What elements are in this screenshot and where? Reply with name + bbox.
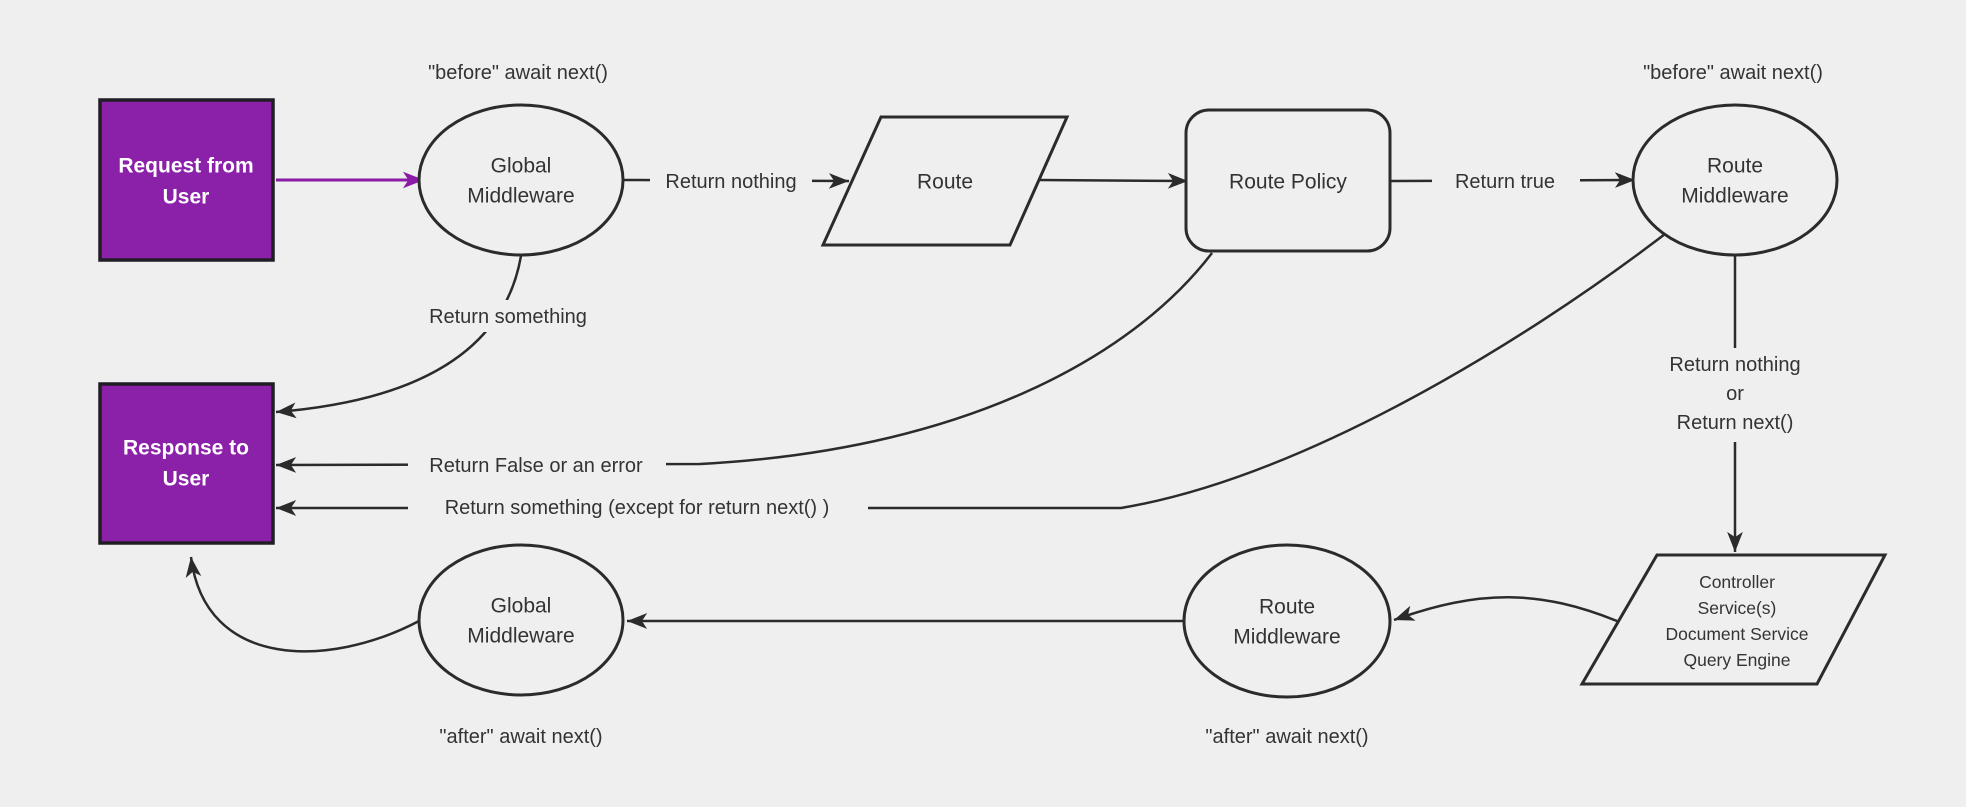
label-mask xyxy=(1432,166,1580,196)
edge-label-line: or xyxy=(1726,383,1744,405)
node-global-middleware-bottom: Global Middleware xyxy=(417,543,625,697)
edge-label-return-nothing-or-next: Return nothing or Return next() xyxy=(1669,354,1800,434)
node-label-line: Middleware xyxy=(467,185,574,208)
edge-controller-to-route-middleware-bottom xyxy=(1393,596,1618,623)
node-global-middleware-top: Global Middleware xyxy=(417,103,625,257)
label-mask xyxy=(414,300,602,332)
node-label-line: User xyxy=(163,186,210,209)
node-response-to-user: Response to User xyxy=(98,382,275,545)
node-label-line: Middleware xyxy=(1233,626,1340,649)
node-label-line: Middleware xyxy=(467,625,574,648)
node-label-line: Route xyxy=(1259,596,1315,619)
edge-label-line: Return next() xyxy=(1677,412,1794,434)
route-parallelogram xyxy=(820,115,1070,247)
node-label: Route xyxy=(917,171,973,194)
label-mask xyxy=(408,450,666,482)
annotation-before-await-right: "before" await next() xyxy=(1643,62,1823,84)
route-middleware-top-ellipse xyxy=(1631,103,1839,257)
node-controller-services: Controller Service(s) Document Service Q… xyxy=(1579,553,1888,686)
request-box xyxy=(98,98,275,262)
node-route-middleware-top: Route Middleware xyxy=(1631,103,1839,257)
node-label-line: Response to xyxy=(123,437,249,460)
edge-route-to-route-policy xyxy=(1038,172,1189,189)
node-label-line: Controller xyxy=(1699,572,1775,592)
node-label-line: Query Engine xyxy=(1683,650,1790,670)
node-label-line: Global xyxy=(491,595,552,618)
edge-label-return-nothing: Return nothing xyxy=(665,171,796,193)
edge-global-middleware-to-response xyxy=(185,556,420,653)
node-label-line: Document Service xyxy=(1666,624,1809,644)
edge-label-return-something: Return something xyxy=(429,306,587,328)
node-label-line: Global xyxy=(491,155,552,178)
edge-label-return-something-except: Return something (except for return next… xyxy=(445,497,830,519)
edge-label-line: Return nothing xyxy=(1669,354,1800,376)
route-policy-rect xyxy=(1184,108,1392,253)
global-middleware-top-ellipse xyxy=(417,103,625,257)
label-mask xyxy=(1638,348,1832,442)
response-box xyxy=(98,382,275,545)
node-label-line: Route xyxy=(1707,155,1763,178)
node-label-line: Service(s) xyxy=(1698,598,1777,618)
node-route-policy: Route Policy xyxy=(1184,108,1392,253)
controller-parallelogram xyxy=(1579,553,1888,686)
global-middleware-bottom-ellipse xyxy=(417,543,625,697)
route-middleware-bottom-ellipse xyxy=(1182,543,1392,699)
edge-label-return-true: Return true xyxy=(1455,171,1555,193)
edge-return-false-to-response xyxy=(275,252,1213,473)
node-request-from-user: Request from User xyxy=(98,98,275,262)
node-route: Route xyxy=(820,115,1070,247)
annotation-after-await-right: "after" await next() xyxy=(1205,726,1368,748)
label-mask xyxy=(408,492,868,524)
node-route-middleware-bottom: Route Middleware xyxy=(1182,543,1392,699)
node-label-line: Middleware xyxy=(1681,185,1788,208)
label-mask xyxy=(650,166,812,196)
edge-return-something-to-response xyxy=(275,255,523,419)
annotation-before-await-left: "before" await next() xyxy=(428,62,608,84)
annotation-after-await-left: "after" await next() xyxy=(439,726,602,748)
edge-return-something-except-to-response xyxy=(276,233,1666,516)
edge-label-return-false-or-error: Return False or an error xyxy=(429,455,643,477)
node-label-line: Request from xyxy=(118,155,253,178)
node-label: Route Policy xyxy=(1229,171,1347,194)
node-label-line: User xyxy=(163,468,210,491)
